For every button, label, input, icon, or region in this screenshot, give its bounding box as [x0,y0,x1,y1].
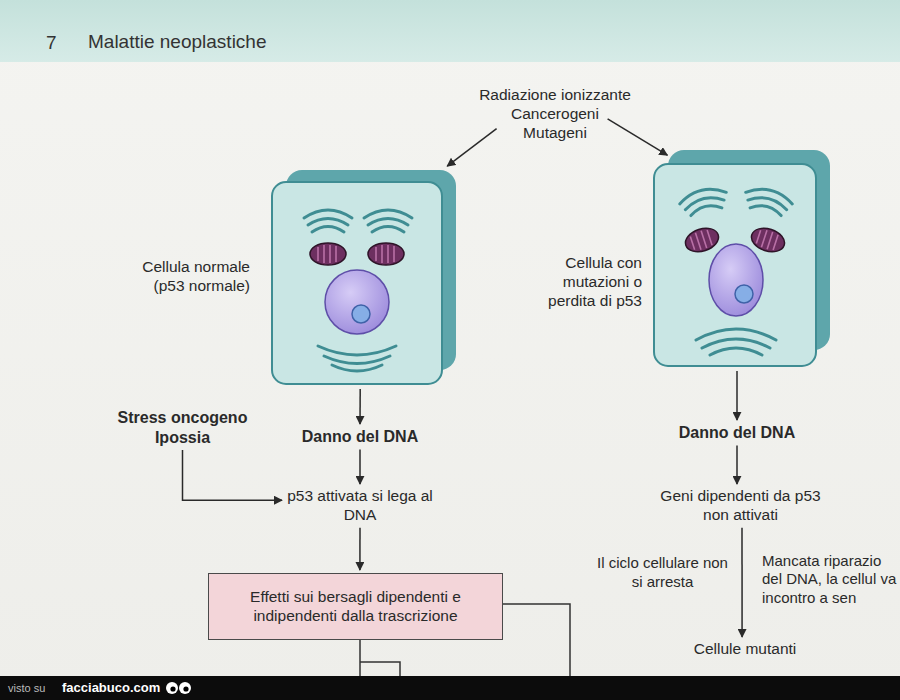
dna-damage-step: Danno del DNA [280,427,440,447]
node-text: Ipossia [95,428,270,448]
dna-damage-step: Danno del DNA [657,423,817,443]
mutant-cells-step: Cellule mutanti [675,640,815,659]
watermark-text: visto su [8,682,68,695]
node-text: Cancerogeni [455,105,655,124]
node-text: Cellule mutanti [675,640,815,659]
node-text: Effetti sui bersagli dipendenti e indipe… [235,588,476,626]
flow-arrow [359,450,361,485]
flow-arrow [608,119,668,155]
node-text: Mutageni [455,124,655,143]
stress-factors: Stress oncogenoIpossia [95,408,270,447]
node-text: Radiazione ionizzante [455,86,655,105]
node-text: Danno del DNA [280,427,440,447]
node-text: p53 attivata si lega al DNA [285,487,435,525]
mutant-cell-illustration [652,148,832,368]
side-note: Mancata riparazio del DNA, la cellul va … [762,552,900,607]
edge-label: Il ciclo cellulare non si arresta [595,554,730,591]
flow-arrow [736,446,738,485]
node-text: Stress oncogeno [95,408,270,428]
agent-list: Radiazione ionizzanteCancerogeniMutageni [455,86,655,143]
flow-arrow [183,450,283,500]
inactive-genes-step: Geni dipendenti da p53 non attivati [648,487,833,525]
normal-cell-illustration [270,168,458,386]
normal-cell: Cellula normale (p53 normale) [270,168,458,386]
flow-arrow [741,528,743,637]
page-number: 7 [46,31,76,54]
node-text: Geni dipendenti da p53 non attivati [648,487,833,525]
flow-arrow [359,389,361,424]
watermark-site: facciabuco.com [62,680,172,696]
cell-heading: Cellula normale (p53 normale) [110,258,250,296]
cell-heading: Cellula con mutazioni o perdita di p53 [517,254,642,311]
effects-box: Effetti sui bersagli dipendenti e indipe… [208,573,503,640]
node-text: Danno del DNA [657,423,817,443]
running-title: Malattie neoplastiche [88,31,267,53]
flow-arrow [736,371,738,420]
flow-arrow [359,528,361,570]
p53-activation-step: p53 attivata si lega al DNA [285,487,435,525]
mutant-cell: Cellula con mutazioni o perdita di p53 [652,148,832,368]
flow-arrow [447,129,496,167]
eyes-logo [165,680,193,696]
